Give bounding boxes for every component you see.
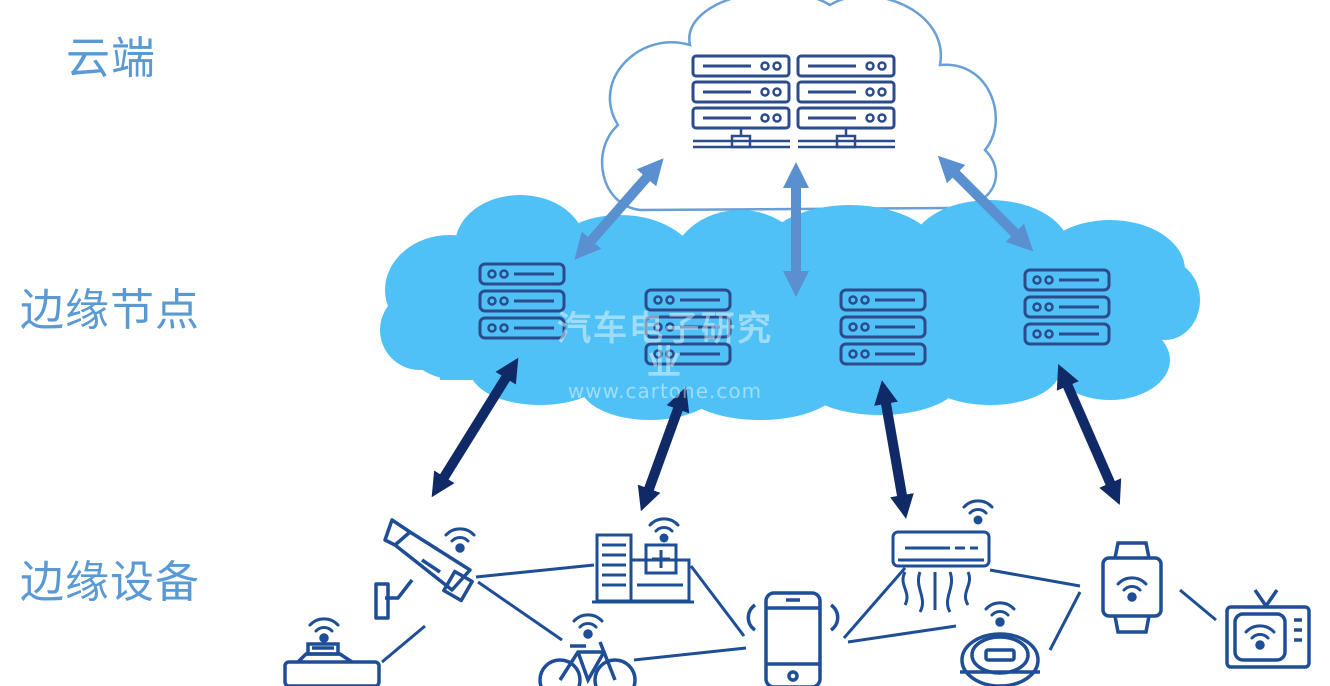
cloud-edge-arrows [574, 155, 1034, 297]
label-edge-device: 边缘设备 [20, 557, 200, 608]
wifi-icon [984, 601, 1016, 627]
arrow-edge-device-3 [874, 380, 914, 519]
bicycle-icon [538, 613, 637, 686]
surveillance-camera-icon [374, 518, 476, 620]
arrow-edge-device-2 [637, 386, 690, 512]
arrow-edge-device-4 [1056, 364, 1122, 505]
hospital-building-icon [592, 517, 694, 604]
device-links [381, 563, 1217, 664]
edge-device-arrows [431, 357, 1122, 519]
smartwatch-icon [1101, 541, 1163, 634]
cloud-servers [691, 54, 896, 149]
wifi-icon [572, 613, 604, 639]
arrow-cloud-edge-3 [937, 155, 1034, 252]
watermark-title: 汽车电子研究业 [557, 309, 773, 383]
wifi-icon [962, 499, 994, 525]
wifi-icon [308, 617, 340, 643]
watermark-url: www.cartone.com [567, 379, 763, 403]
taxi-icon [283, 617, 381, 686]
label-cloud: 云端 [66, 33, 156, 84]
arrow-cloud-edge-1 [574, 158, 664, 260]
smartphone-icon [746, 591, 840, 686]
wifi-icon [648, 517, 680, 543]
arrow-edge-device-1 [431, 357, 519, 498]
wifi-icon [1116, 576, 1148, 602]
cloud-outline [600, 0, 998, 212]
wifi-icon [1244, 624, 1276, 650]
robot-vacuum-icon [960, 601, 1040, 686]
smart-tv-icon [1225, 589, 1311, 669]
air-conditioner-icon [891, 499, 994, 613]
label-edge-node: 边缘节点 [20, 285, 200, 336]
wifi-icon [444, 527, 476, 553]
watermark: 汽车电子研究业 www.cartone.com [540, 312, 790, 402]
